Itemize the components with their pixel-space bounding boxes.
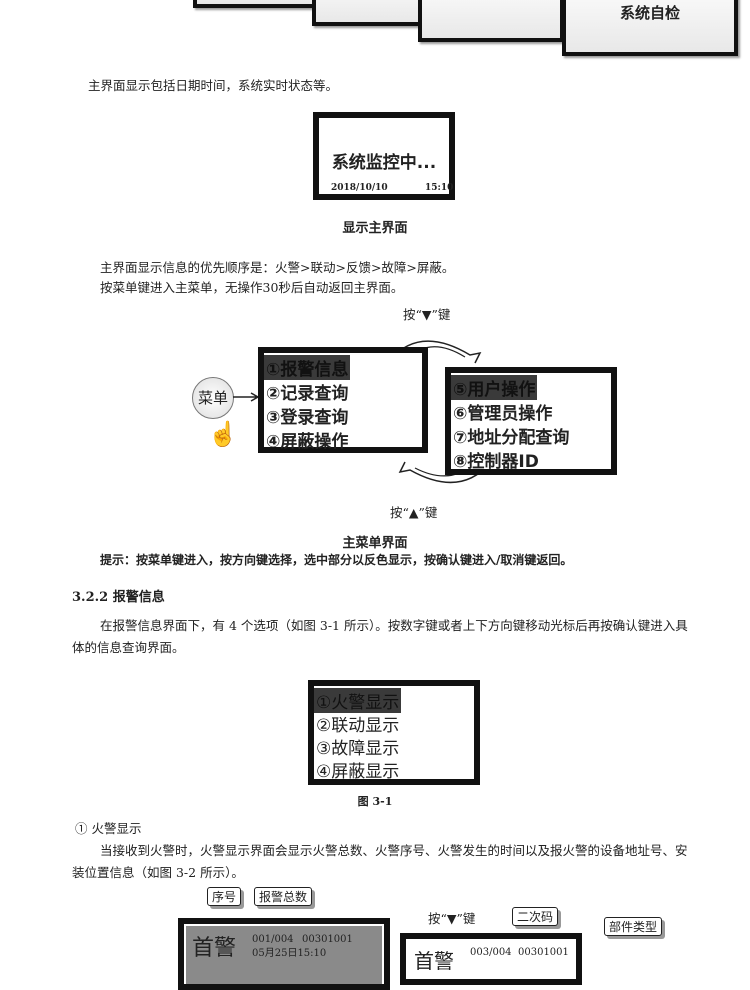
paragraph: 当接收到火警时，火警显示界面会显示火警总数、火警序号、火警发生的时间以及报火警的… (100, 843, 688, 858)
paragraph: 主界面显示包括日期时间，系统实时状态等。 (88, 78, 339, 93)
flow-box-4-label: 系统自检 (619, 4, 680, 22)
down-key-label: 按“▼”键 (428, 911, 476, 926)
down-key-label: 按“▼”键 (403, 307, 451, 322)
callout-type: 部件类型 (604, 917, 663, 936)
callout-total: 报警总数 (254, 887, 313, 906)
alarm-menu-screen: ①火警显示 ②联动显示 ③故障显示 ④屏蔽显示 (308, 680, 480, 785)
subheading: ① 火警显示 (75, 821, 142, 836)
status-text: 系统监控中... (331, 153, 437, 173)
flow-box-3 (418, 0, 564, 42)
date: 2018/10/10 (331, 183, 388, 193)
screen-title: 首警 (192, 936, 237, 961)
menu-item[interactable]: ⑥管理员操作 (453, 404, 553, 424)
figure-caption: 主菜单界面 (342, 536, 408, 551)
figure-caption: 图 3-1 (357, 795, 393, 808)
menu-item[interactable]: ③登录查询 (266, 408, 349, 428)
menu-item-selected[interactable]: ①报警信息 (264, 355, 351, 380)
fire-screen-right: 首警 003/004 00301001 (400, 933, 582, 985)
menu-item[interactable]: ⑧控制器ID (453, 452, 539, 472)
alarm-count: 003/004 (470, 947, 512, 958)
time: 15:10 (425, 183, 454, 193)
up-key-label: 按“▲”键 (390, 505, 438, 520)
fire-screen-left: 首警 001/004 00301001 05月25日15:10 (178, 918, 390, 990)
hand-pointer-icon: ☝ (208, 420, 238, 448)
section-heading: 3.2.2 报警信息 (72, 590, 165, 605)
arrow-right-icon (233, 392, 260, 402)
paragraph: 体的信息查询界面。 (72, 640, 185, 655)
figure-caption: 显示主界面 (342, 221, 408, 236)
menu-page-1: ①报警信息 ②记录查询 ③登录查询 ④屏蔽操作 (258, 347, 428, 453)
menu-item-selected[interactable]: ①火警显示 (314, 688, 402, 713)
paragraph: 按菜单键进入主菜单，无操作30秒后自动返回主界面。 (100, 280, 404, 295)
main-screen: 系统监控中... 2018/10/10 15:10 (313, 112, 455, 200)
menu-item[interactable]: ④屏蔽显示 (316, 762, 400, 782)
paragraph: 在报警信息界面下，有 4 个选项（如图 3-1 所示）。按数字键或者上下方向键移… (100, 618, 688, 633)
menu-button[interactable]: 菜单 (192, 377, 234, 419)
alarm-count: 001/004 (252, 934, 294, 945)
tip-text: 提示：按菜单键进入，按方向键选择，选中部分以反色显示，按确认键进入/取消键返回。 (100, 553, 573, 567)
alarm-time: 05月25日15:10 (252, 948, 327, 959)
menu-item[interactable]: ④屏蔽操作 (266, 432, 349, 452)
menu-item[interactable]: ③故障显示 (316, 739, 400, 759)
flow-box-4: 系统自检 (562, 0, 738, 56)
paragraph: 装位置信息（如图 3-2 所示）。 (72, 865, 244, 880)
menu-item[interactable]: ⑦地址分配查询 (453, 428, 570, 448)
paragraph: 主界面显示信息的优先顺序是：火警>联动>反馈>故障>屏蔽。 (100, 260, 455, 275)
menu-item-selected[interactable]: ⑤用户操作 (451, 375, 538, 400)
callout-seq: 序号 (207, 887, 242, 906)
callout-code: 二次码 (512, 907, 559, 926)
menu-item[interactable]: ②联动显示 (316, 716, 400, 736)
device-address: 00301001 (302, 934, 353, 945)
menu-item[interactable]: ②记录查询 (266, 384, 349, 404)
menu-page-2: ⑤用户操作 ⑥管理员操作 ⑦地址分配查询 ⑧控制器ID (445, 367, 617, 475)
device-address: 00301001 (518, 947, 569, 958)
